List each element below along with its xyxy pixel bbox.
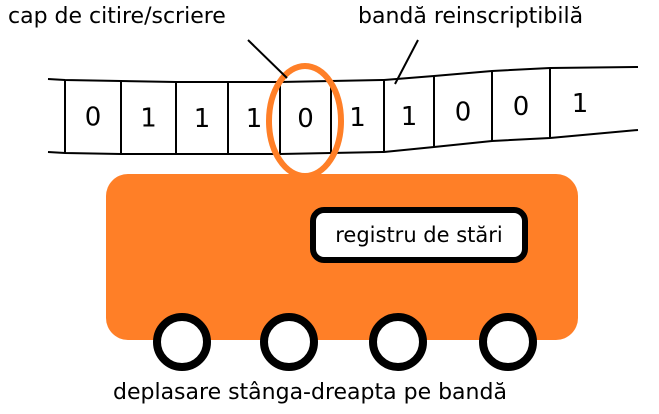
tape-cell-value: 0 <box>455 98 472 128</box>
tape-cell-value: 1 <box>246 104 263 134</box>
state-register: registru de stări <box>310 207 528 263</box>
tape-cell-value: 0 <box>513 92 530 122</box>
tape: 0 1 1 1 0 1 1 0 0 1 <box>47 66 639 155</box>
state-register-label: registru de stări <box>335 223 503 247</box>
tape-cell-value: 1 <box>401 102 418 132</box>
tape-cell-value: 1 <box>349 103 366 133</box>
tape-cell-value: 1 <box>194 104 211 134</box>
tape-cell-value: 1 <box>140 104 157 134</box>
tape-cell-value: 0 <box>297 104 314 134</box>
tape-label: bandă reinscriptibilă <box>358 4 584 29</box>
movement-label: deplasare stânga-dreapta pe bandă <box>113 380 507 405</box>
tape-cell-value: 0 <box>85 103 102 133</box>
head-label: cap de citire/scriere <box>8 4 226 29</box>
tape-cell-value: 1 <box>572 89 589 119</box>
